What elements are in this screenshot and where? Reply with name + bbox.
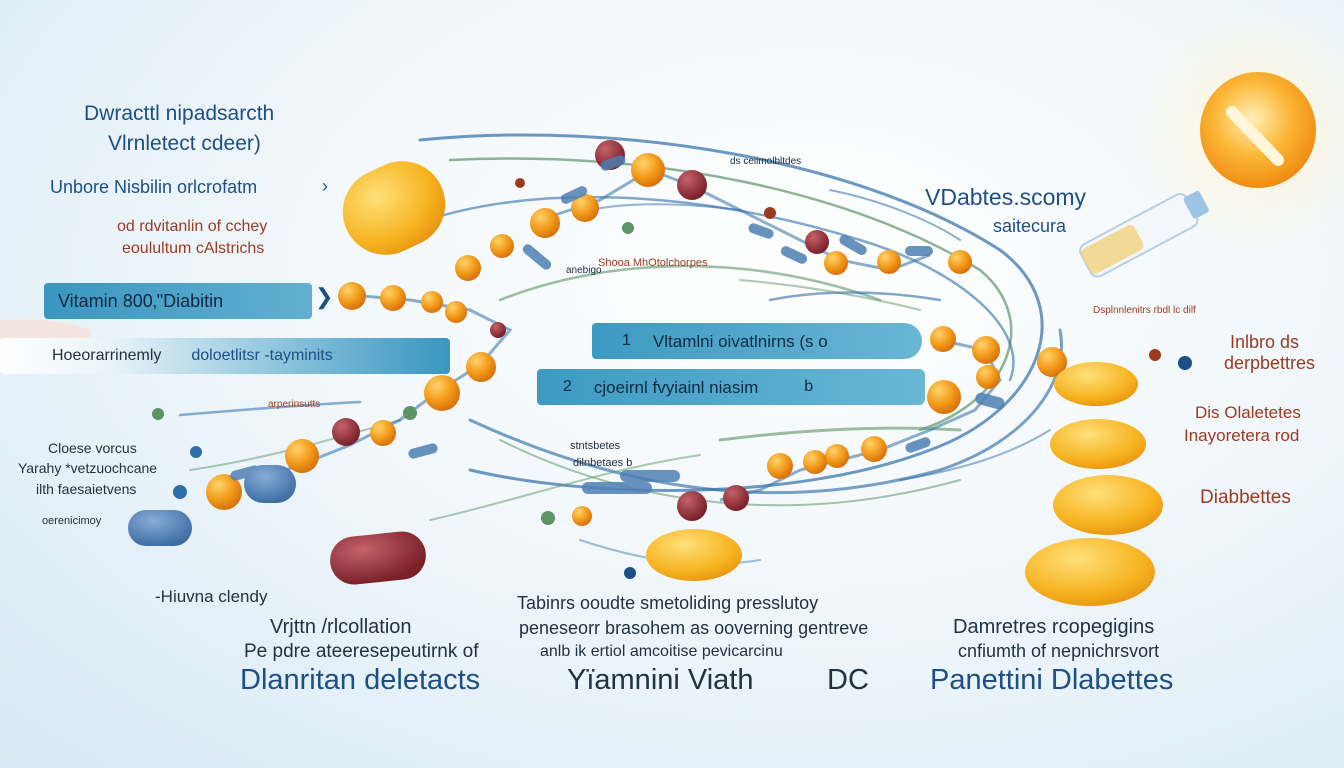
bottom-right-2: cnfiumth of nepnichrsvort <box>958 641 1160 661</box>
left-note-1: Cloese vorcus <box>48 440 137 456</box>
center-tag-low-2: dilnbetaes b <box>573 457 633 469</box>
bottom-center-1: Tabinrs ooudte smetoliding presslutoy <box>517 593 819 613</box>
right-tag-vial: Dsplnnlenitrs rbdl lc dilf <box>1093 305 1196 316</box>
bottom-right-3: Panettini Dlabettes <box>930 664 1174 696</box>
chevron-right-icon: › <box>322 176 328 196</box>
orange-spheres <box>206 153 1067 526</box>
banner-2-label-b: doloetlitsr -tayminits <box>191 347 333 364</box>
bottom-center-3: anlb ik ertiol amcoitise pevicarcinu <box>540 643 783 660</box>
left-line-3: Unbore Nisbilin orlcrofatm <box>50 177 258 197</box>
right-label-2b: Inayoretera rod <box>1184 426 1300 445</box>
center-tag-top: ds ceiimolbltdes <box>730 156 802 167</box>
center-tag-mid: Shooa MhOtolchorpes <box>598 257 708 269</box>
bottom-left-1: Vrjttn /rlcollation <box>270 616 412 638</box>
left-line-5: eoulultum cAlstrichs <box>122 240 265 257</box>
row-1-number: 1 <box>622 332 631 349</box>
row-2-label: cjoeirnl ḟvyiainl niasim <box>593 377 759 397</box>
center-row-1: 1 Vltamlni oivatlnirns (s o <box>592 323 922 359</box>
left-note-5: -Hiuvna clendy <box>155 587 268 606</box>
center-row-2: 2 cjoeirnl ḟvyiainl niasim b <box>537 369 925 405</box>
left-note-3: ilth faesaietvens <box>36 481 137 497</box>
bottom-center-4: Yïamnini Viath <box>567 664 754 696</box>
maroon-spheres <box>332 140 829 521</box>
bottom-center-5: DC <box>827 664 869 696</box>
row-2-end: b <box>804 378 814 395</box>
center-tag-left-2: anebigo <box>566 265 602 276</box>
left-heading-1: Dwracttl nipadsarcth <box>84 102 275 125</box>
right-title-2: saitecura <box>993 216 1067 236</box>
right-label-1b: derpbettres <box>1224 353 1316 373</box>
left-heading-2: Vlrnletect cdeer) <box>108 132 261 155</box>
banner-2-label-a: Hoeorarrinemly <box>52 347 162 364</box>
right-title-1: VDabtes.scomy <box>925 184 1087 210</box>
bottom-left-2: Pe pdre ateeresepeutirnk of <box>244 641 479 662</box>
bottom-left-3: Dlanritan deletacts <box>240 664 481 696</box>
bottom-right-1: Damretres rcopegigins <box>953 616 1155 638</box>
center-tag-left-1: arperinsutts <box>268 399 321 410</box>
left-note-4: oerenicimoy <box>42 515 102 527</box>
center-tag-low-1: stntsbetes <box>570 440 621 452</box>
row-2-number: 2 <box>563 378 572 395</box>
banner-arrow-icon: ❯ <box>315 284 334 309</box>
right-label-3: Diabbettes <box>1200 487 1291 508</box>
capsules-left <box>128 161 446 585</box>
right-label-2a: Dis Olaletetes <box>1195 403 1301 422</box>
banner-1-label: Vitamin 800‚"Diabitin <box>58 291 224 311</box>
banner-hoeorarrinemly: Hoeorarrinemly doloetlitsr -tayminits <box>0 338 450 374</box>
bottom-center-2: peneseorr brasohem as ooverning gentreve <box>519 618 869 638</box>
left-line-4: od rdvitanlin of cchey <box>117 218 268 235</box>
left-note-2: Yarahy *vetzuochcane <box>18 460 158 476</box>
blue-segments <box>230 155 1005 494</box>
vial-illustration <box>1079 191 1209 278</box>
sun-illustration <box>1200 72 1316 188</box>
banner-vitamin-diabetes: Vitamin 800‚"Diabitin <box>44 283 312 319</box>
right-label-1a: Inlbro ds <box>1230 332 1300 352</box>
row-1-label: Vltamlni oivatlnirns (s o <box>652 331 828 351</box>
capsules-right <box>646 362 1163 606</box>
